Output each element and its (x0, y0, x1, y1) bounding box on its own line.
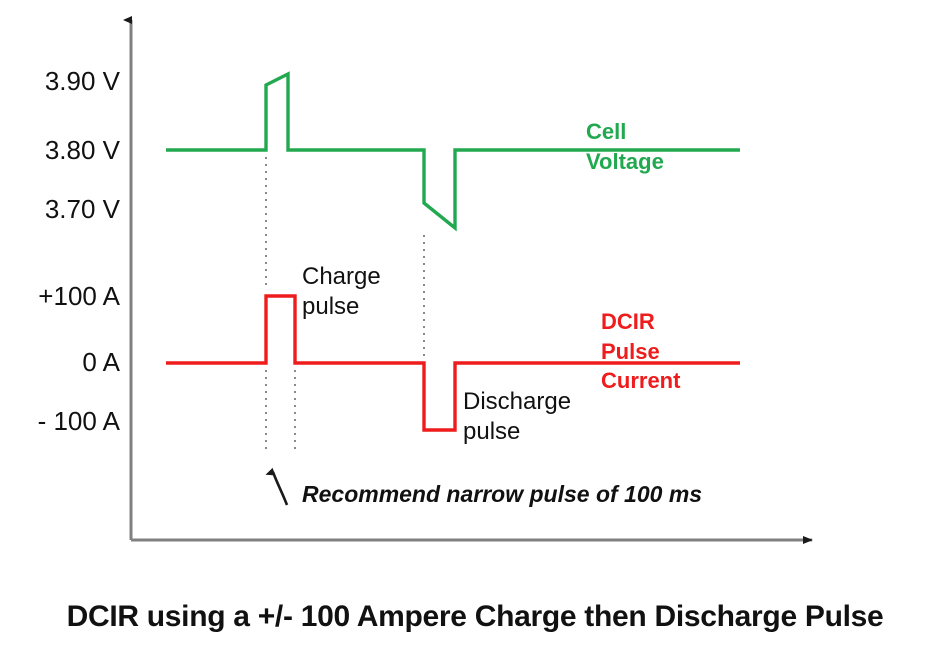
y-tick-current-plus100: +100 A (38, 281, 120, 311)
legend-dcir-pulse-current: DCIR Pulse Current (601, 307, 680, 396)
y-tick-voltage-370: 3.70 V (44, 194, 120, 224)
y-tick-current-minus100: - 100 A (37, 406, 120, 436)
y-tick-voltage-380: 3.80 V (44, 135, 120, 165)
callout-arrow-icon (265, 467, 289, 506)
dcir-current-trace (166, 294, 740, 432)
legend-dcir-line1: DCIR (601, 309, 655, 334)
legend-dcir-line3: Current (601, 368, 681, 394)
annotation-discharge-pulse-line1: Discharge (463, 388, 572, 415)
figure-caption: DCIR using a +/- 100 Ampere Charge then … (66, 600, 884, 633)
annotation-discharge-pulse: Discharge pulse (463, 387, 571, 447)
y-tick-current-zero: 0 A (82, 347, 120, 377)
annotation-charge-pulse-line1: Charge (302, 263, 381, 290)
y-tick-voltage-390: 3.90 V (44, 66, 120, 96)
annotation-charge-pulse: Charge pulse (302, 262, 381, 322)
annotation-recommend-pulse-width: Recommend narrow pulse of 100 ms (302, 481, 703, 507)
legend-cell-voltage: Cell Voltage (586, 117, 664, 176)
annotation-discharge-pulse-line2: pulse (463, 418, 521, 445)
legend-cell-voltage-line2: Voltage (586, 148, 664, 174)
legend-cell-voltage-line1: Cell (586, 119, 627, 144)
legend-dcir-line2: Pulse (601, 338, 660, 364)
annotation-charge-pulse-line2: pulse (302, 293, 360, 320)
cell-voltage-trace (166, 71, 740, 232)
